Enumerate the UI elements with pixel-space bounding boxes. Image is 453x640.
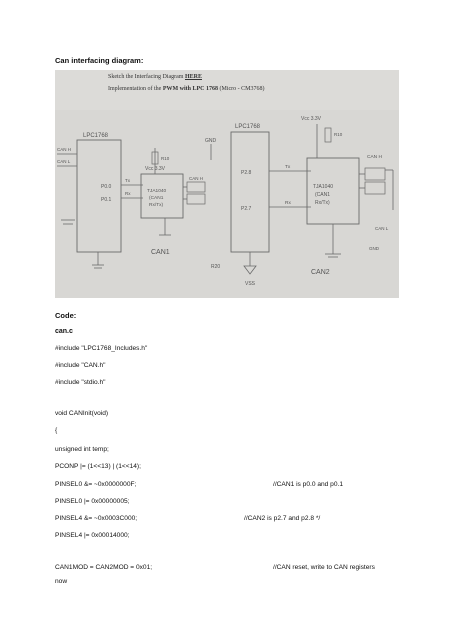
ic-left-3: Rx/Tx) (149, 202, 164, 208)
photo-instruction-text: Sketch the Interfacing Diagram (108, 74, 184, 80)
code-line: PINSEL0 |= 0x00000005; (55, 498, 130, 505)
ic-right-3: Rx/Tx) (315, 200, 330, 206)
ic-left-2: (CAN1 (149, 195, 164, 201)
here-link[interactable]: HERE (184, 74, 202, 80)
code-line: #include "stdio.h" (55, 379, 106, 386)
ic-left-1: TJA1040 (147, 188, 167, 194)
code-heading: Code: (55, 311, 77, 320)
label-gnd2: GND (369, 246, 380, 251)
code-line: void CANInit(void) (55, 410, 109, 417)
code-line: now (55, 578, 68, 585)
code-comment: //CAN2 is p2.7 and p2.8 */ (244, 515, 321, 522)
label-vss: VSS (245, 281, 256, 287)
label-rx-right: Rx (285, 200, 291, 206)
ic-right-1: TJA1040 (313, 184, 333, 190)
code-line: PINSEL4 |= 0x00014000; (55, 532, 130, 539)
code-line: PINSEL4 &= ~0x0003C000; (55, 515, 138, 522)
interfacing-diagram-photo: LPC1768 CAN H CAN L P0.0 P0.1 TJA1040 (C… (55, 70, 399, 298)
label-r20: R20 (211, 264, 220, 270)
code-line: PCONP |= (1<<13) | (1<<14); (55, 463, 141, 470)
label-canh-conn: CAN H (189, 176, 203, 181)
label-canh-left: CAN H (57, 147, 71, 152)
label-tx-right: Tx (285, 164, 291, 170)
label-p2-7: P2.7 (241, 206, 252, 212)
code-line: { (55, 427, 58, 434)
photo-instruction-line: Sketch the Interfacing Diagram HERE (108, 74, 202, 80)
label-can-h: CAN H (367, 154, 382, 160)
label-p2-8: P2.8 (241, 170, 252, 176)
label-tx-left: Tx (125, 178, 131, 183)
code-line: CAN1MOD = CAN2MOD = 0x01; (55, 564, 153, 571)
label-p0-0: P0.0 (101, 184, 112, 190)
label-r10-left: R10 (161, 156, 170, 161)
photo-implementation-line: Implementation of the PWM with LPC 1768 … (108, 86, 265, 92)
photo-impl-bold: PWM with LPC 1768 (162, 86, 218, 92)
label-gnd: GND (205, 138, 217, 144)
diagram-heading: Can interfacing diagram: (55, 56, 144, 65)
label-p0-1: P0.1 (101, 197, 112, 203)
label-lpc-right: LPC1768 (235, 124, 261, 130)
code-line: #include "LPC1768_Includes.h" (55, 345, 148, 352)
photo-impl-prefix: Implementation of the (108, 86, 162, 92)
diagram-sketch: LPC1768 CAN H CAN L P0.0 P0.1 TJA1040 (C… (55, 70, 399, 298)
label-can-l: CAN L (375, 226, 389, 231)
code-line: PINSEL0 &= ~0x0000000F; (55, 481, 137, 488)
code-line: #include "CAN.h" (55, 362, 106, 369)
photo-impl-suffix: (Micro - CM3768) (219, 86, 265, 92)
label-can1: CAN1 (151, 249, 170, 256)
code-comment: //CAN reset, write to CAN registers (273, 564, 375, 571)
code-comment: //CAN1 is p0.0 and p0.1 (273, 481, 344, 488)
code-line: unsigned int temp; (55, 446, 109, 453)
label-canl-left: CAN L (57, 159, 71, 164)
label-vcc-right: Vcc 3.3V (301, 116, 322, 122)
ic-right-2: (CAN1 (315, 192, 330, 198)
label-lpc-left: LPC1768 (83, 133, 109, 139)
label-can2: CAN2 (311, 269, 330, 276)
label-r10-right: R10 (334, 132, 343, 137)
file-heading: can.c (55, 328, 73, 335)
label-rx-left: Rx (125, 191, 131, 196)
